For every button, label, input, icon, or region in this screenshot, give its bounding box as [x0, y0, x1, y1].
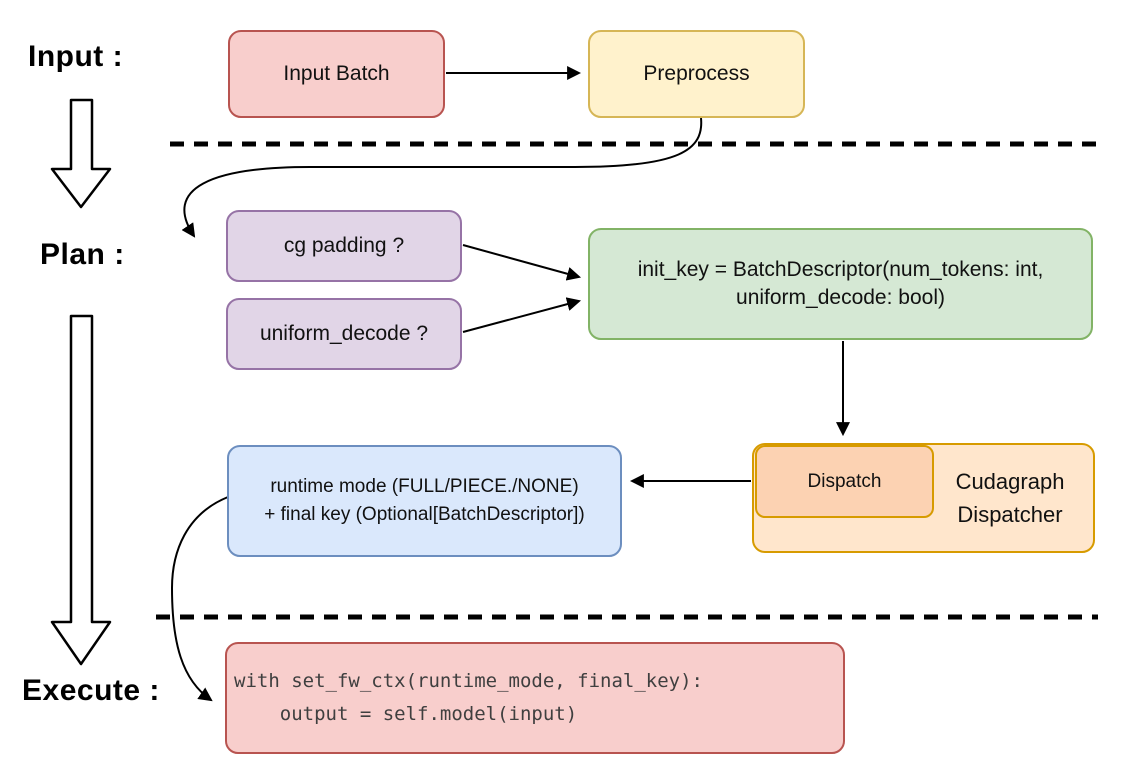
- input-batch-node: Input Batch: [228, 30, 445, 118]
- edge-cgpadding-initkey: [462, 244, 582, 281]
- cudagraph-dispatcher-line1: Cudagraph: [955, 469, 1065, 494]
- runtime-mode-line2: + final key (Optional[BatchDescriptor]): [264, 504, 585, 525]
- cg-padding-node: cg padding ?: [226, 210, 462, 282]
- stage-arrow-plan-to-execute: [50, 314, 112, 666]
- edge-uniformdecode-initkey: [462, 297, 582, 333]
- execute-code-line1: with set_fw_ctx(runtime_mode, final_key)…: [234, 669, 703, 692]
- cudagraph-dispatcher-label: Cudagraph Dispatcher: [927, 445, 1093, 551]
- preprocess-label: Preprocess: [643, 61, 750, 85]
- init-key-line1: init_key = BatchDescriptor(num_tokens: i…: [637, 257, 1044, 281]
- execute-stage-label: Execute :: [22, 674, 160, 707]
- input-batch-label: Input Batch: [283, 61, 390, 85]
- edge-preprocess-plan: [181, 117, 703, 238]
- dispatch-label: Dispatch: [807, 470, 882, 492]
- stage-arrow-input-to-plan: [50, 98, 112, 209]
- preprocess-node: Preprocess: [588, 30, 805, 118]
- uniform-decode-node: uniform_decode ?: [226, 298, 462, 370]
- plan-stage-label: Plan :: [40, 238, 125, 271]
- cg-padding-label: cg padding ?: [283, 233, 405, 257]
- cudagraph-dispatcher-line2: Dispatcher: [957, 502, 1063, 527]
- execute-code-line2: output = self.model(input): [234, 703, 578, 725]
- init-key-node: init_key = BatchDescriptor(num_tokens: i…: [588, 228, 1093, 340]
- uniform-decode-label: uniform_decode ?: [259, 321, 429, 345]
- dispatch-node: Dispatch: [755, 445, 934, 518]
- runtime-mode-node: runtime mode (FULL/PIECE./NONE) + final …: [227, 445, 622, 557]
- init-key-line2: uniform_decode: bool): [736, 286, 945, 309]
- edge-runtimemode-execute: [170, 496, 229, 702]
- runtime-mode-line1: runtime mode (FULL/PIECE./NONE): [270, 475, 579, 497]
- execute-code-node: with set_fw_ctx(runtime_mode, final_key)…: [225, 642, 845, 754]
- input-stage-label: Input :: [28, 40, 124, 73]
